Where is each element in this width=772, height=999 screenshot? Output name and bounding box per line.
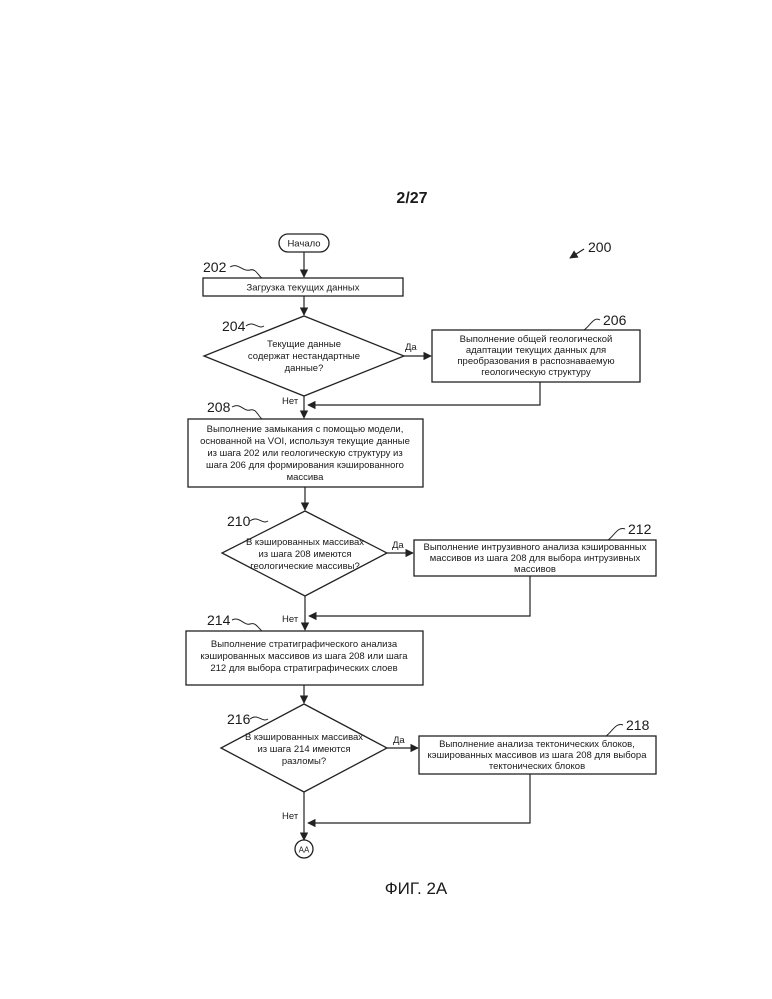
- step-206-number: 206: [603, 312, 627, 328]
- step-216-text-line-1: В кэшированных массивах: [245, 732, 363, 743]
- step-218-text-line-1: Выполнение анализа тектонических блоков,: [439, 739, 635, 750]
- step-218-leader: [606, 724, 623, 736]
- step-208-text-line-5: массива: [287, 472, 325, 483]
- step-216-text-line-2: из шага 214 имеются: [257, 744, 350, 755]
- step-204-text-line-3: данные?: [285, 363, 324, 374]
- return-arrow-206: [308, 382, 540, 405]
- step-212-leader: [608, 528, 625, 540]
- diagram-ref-arrow: [570, 249, 584, 258]
- step-208-text-line-4: шага 206 для формирования кэшированного: [206, 460, 404, 471]
- step-204-number: 204: [222, 318, 246, 334]
- step-218-text-line-2: кэшированных массивов из шага 208 для вы…: [428, 750, 648, 761]
- step-210-leader: [250, 519, 268, 522]
- step-206-text-line-1: Выполнение общей геологической: [460, 334, 613, 345]
- step-202-leader: [230, 266, 262, 278]
- page-number: 2/27: [396, 190, 427, 207]
- step-214-text-line-1: Выполнение стратиграфического анализа: [211, 639, 398, 650]
- step-214-text-line-2: кэшированных массивов из шага 208 или ша…: [200, 651, 408, 662]
- step-208-leader: [232, 406, 262, 419]
- step-210-number: 210: [227, 513, 251, 529]
- connector-aa-label: AA: [299, 846, 310, 855]
- step-216-number: 216: [227, 711, 251, 727]
- start-label: Начало: [287, 239, 320, 250]
- step-206-text-line-4: геологическую структуру: [481, 367, 591, 378]
- step-210-text-line-1: В кэшированных массивах: [246, 537, 364, 548]
- step-218-number: 218: [626, 717, 650, 733]
- step-204-text-line-2: содержат нестандартные: [248, 351, 360, 362]
- yes-label-210: Да: [392, 540, 404, 551]
- step-204-text-line-1: Текущие данные: [267, 339, 341, 350]
- return-arrow-212: [309, 576, 530, 616]
- step-214-leader: [232, 619, 262, 631]
- step-210-text-line-2: из шага 208 имеются: [258, 549, 351, 560]
- step-212-number: 212: [628, 521, 652, 537]
- step-212-text-line-1: Выполнение интрузивного анализа кэширова…: [423, 542, 646, 553]
- step-212-text-line-2: массивов из шага 208 для выбора интрузив…: [430, 553, 641, 564]
- return-arrow-218: [308, 774, 530, 823]
- step-206-text-line-2: адаптации текущих данных для: [466, 345, 606, 356]
- no-label-204: Нет: [282, 396, 299, 407]
- diagram-ref-label: 200: [588, 239, 612, 255]
- step-212-text-line-3: массивов: [514, 564, 556, 575]
- step-208-text-line-1: Выполнение замыкания с помощью модели,: [207, 424, 404, 435]
- step-218-text-line-3: тектонических блоков: [489, 761, 585, 772]
- no-label-210: Нет: [282, 614, 299, 625]
- step-206-text-line-3: преобразования в распознаваемую: [457, 356, 614, 367]
- step-214-number: 214: [207, 612, 231, 628]
- figure-caption: ФИГ. 2А: [385, 879, 448, 898]
- step-216-text-line-3: разломы?: [282, 756, 326, 767]
- yes-label-216: Да: [393, 735, 405, 746]
- step-206-leader: [584, 319, 600, 330]
- step-208-number: 208: [207, 399, 231, 415]
- step-208-text-line-2: основанной на VOI, используя текущие дан…: [200, 436, 410, 447]
- step-216-leader: [250, 717, 268, 720]
- step-204-leader: [246, 324, 264, 327]
- step-208-text-line-3: из шага 202 или геологическую структуру …: [207, 448, 402, 459]
- step-210-text-line-3: геологические массивы?: [250, 561, 359, 572]
- no-label-216: Нет: [282, 811, 299, 822]
- yes-label-204: Да: [405, 342, 417, 353]
- step-202-number: 202: [203, 259, 227, 275]
- step-202-text: Загрузка текущих данных: [246, 283, 359, 294]
- step-214-text-line-3: 212 для выбора стратиграфических слоев: [210, 663, 397, 674]
